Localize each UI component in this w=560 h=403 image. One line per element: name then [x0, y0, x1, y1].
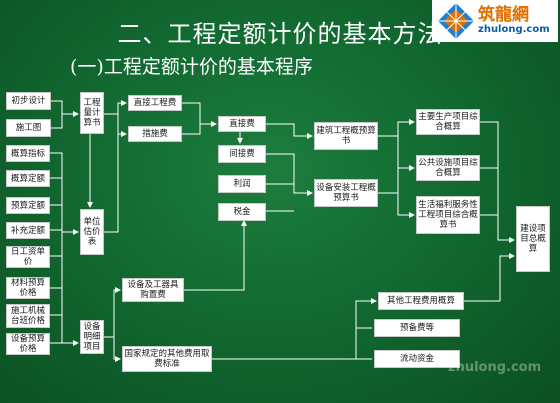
box-equipment-purchase: 设备及工器具购置费	[122, 278, 184, 302]
box-public-facility: 公共设施项目综合概算	[416, 155, 480, 181]
box-quantity-calc: 工程量计算书	[80, 92, 104, 134]
box-preliminary-design: 初步设计	[6, 92, 51, 110]
box-tax: 税金	[218, 203, 266, 221]
box-indirect-cost: 间接费	[218, 145, 266, 163]
box-measure-cost: 措施费	[128, 126, 182, 142]
box-main-production: 主要生产项目综合概算	[416, 109, 480, 135]
box-profit: 利润	[218, 175, 266, 193]
box-total-estimate: 建设项目总概算	[516, 206, 550, 272]
box-estimate-index: 概算指标	[6, 145, 50, 162]
box-supplementary-quota: 补充定额	[6, 222, 50, 239]
box-other-standards: 国家规定的其他费用取费标准	[122, 346, 212, 372]
box-direct-cost: 直接费	[218, 116, 266, 132]
logo-icon	[438, 3, 474, 39]
box-building-estimate: 建筑工程概预算书	[314, 122, 378, 150]
box-welfare-service: 生活福利服务性工程项目综合概算书	[416, 196, 480, 234]
box-direct-eng-cost: 直接工程费	[128, 95, 182, 111]
box-unit-price-table: 单位估价表	[80, 209, 104, 255]
logo: 筑龍網 zhulong.com	[432, 0, 558, 42]
box-construction-drawing: 施工图	[6, 119, 51, 137]
box-install-estimate: 设备安装工程概预算书	[314, 179, 378, 207]
box-labor-wage: 日工资单价	[6, 246, 50, 268]
page-subtitle: (一)工程定额计价的基本程序	[70, 56, 313, 78]
box-reserve-cost: 预备费等	[374, 319, 460, 337]
box-other-cost-estimate: 其他工程费用概算	[378, 292, 464, 310]
page-title: 二、工程定额计价的基本方法	[117, 20, 443, 48]
box-equipment-price: 设备预算价格	[6, 333, 50, 355]
box-machine-price: 施工机械台班价格	[6, 304, 50, 328]
logo-url: zhulong.com	[478, 24, 550, 35]
box-budget-quota: 预算定额	[6, 197, 50, 214]
box-estimate-quota: 概算定额	[6, 170, 50, 187]
watermark: zhulong.com	[448, 360, 542, 375]
logo-name: 筑龍網	[478, 5, 529, 25]
box-working-capital: 流动资金	[374, 350, 460, 368]
box-material-price: 材料预算价格	[6, 277, 50, 299]
box-equipment-list: 设备明细项目	[80, 320, 104, 354]
